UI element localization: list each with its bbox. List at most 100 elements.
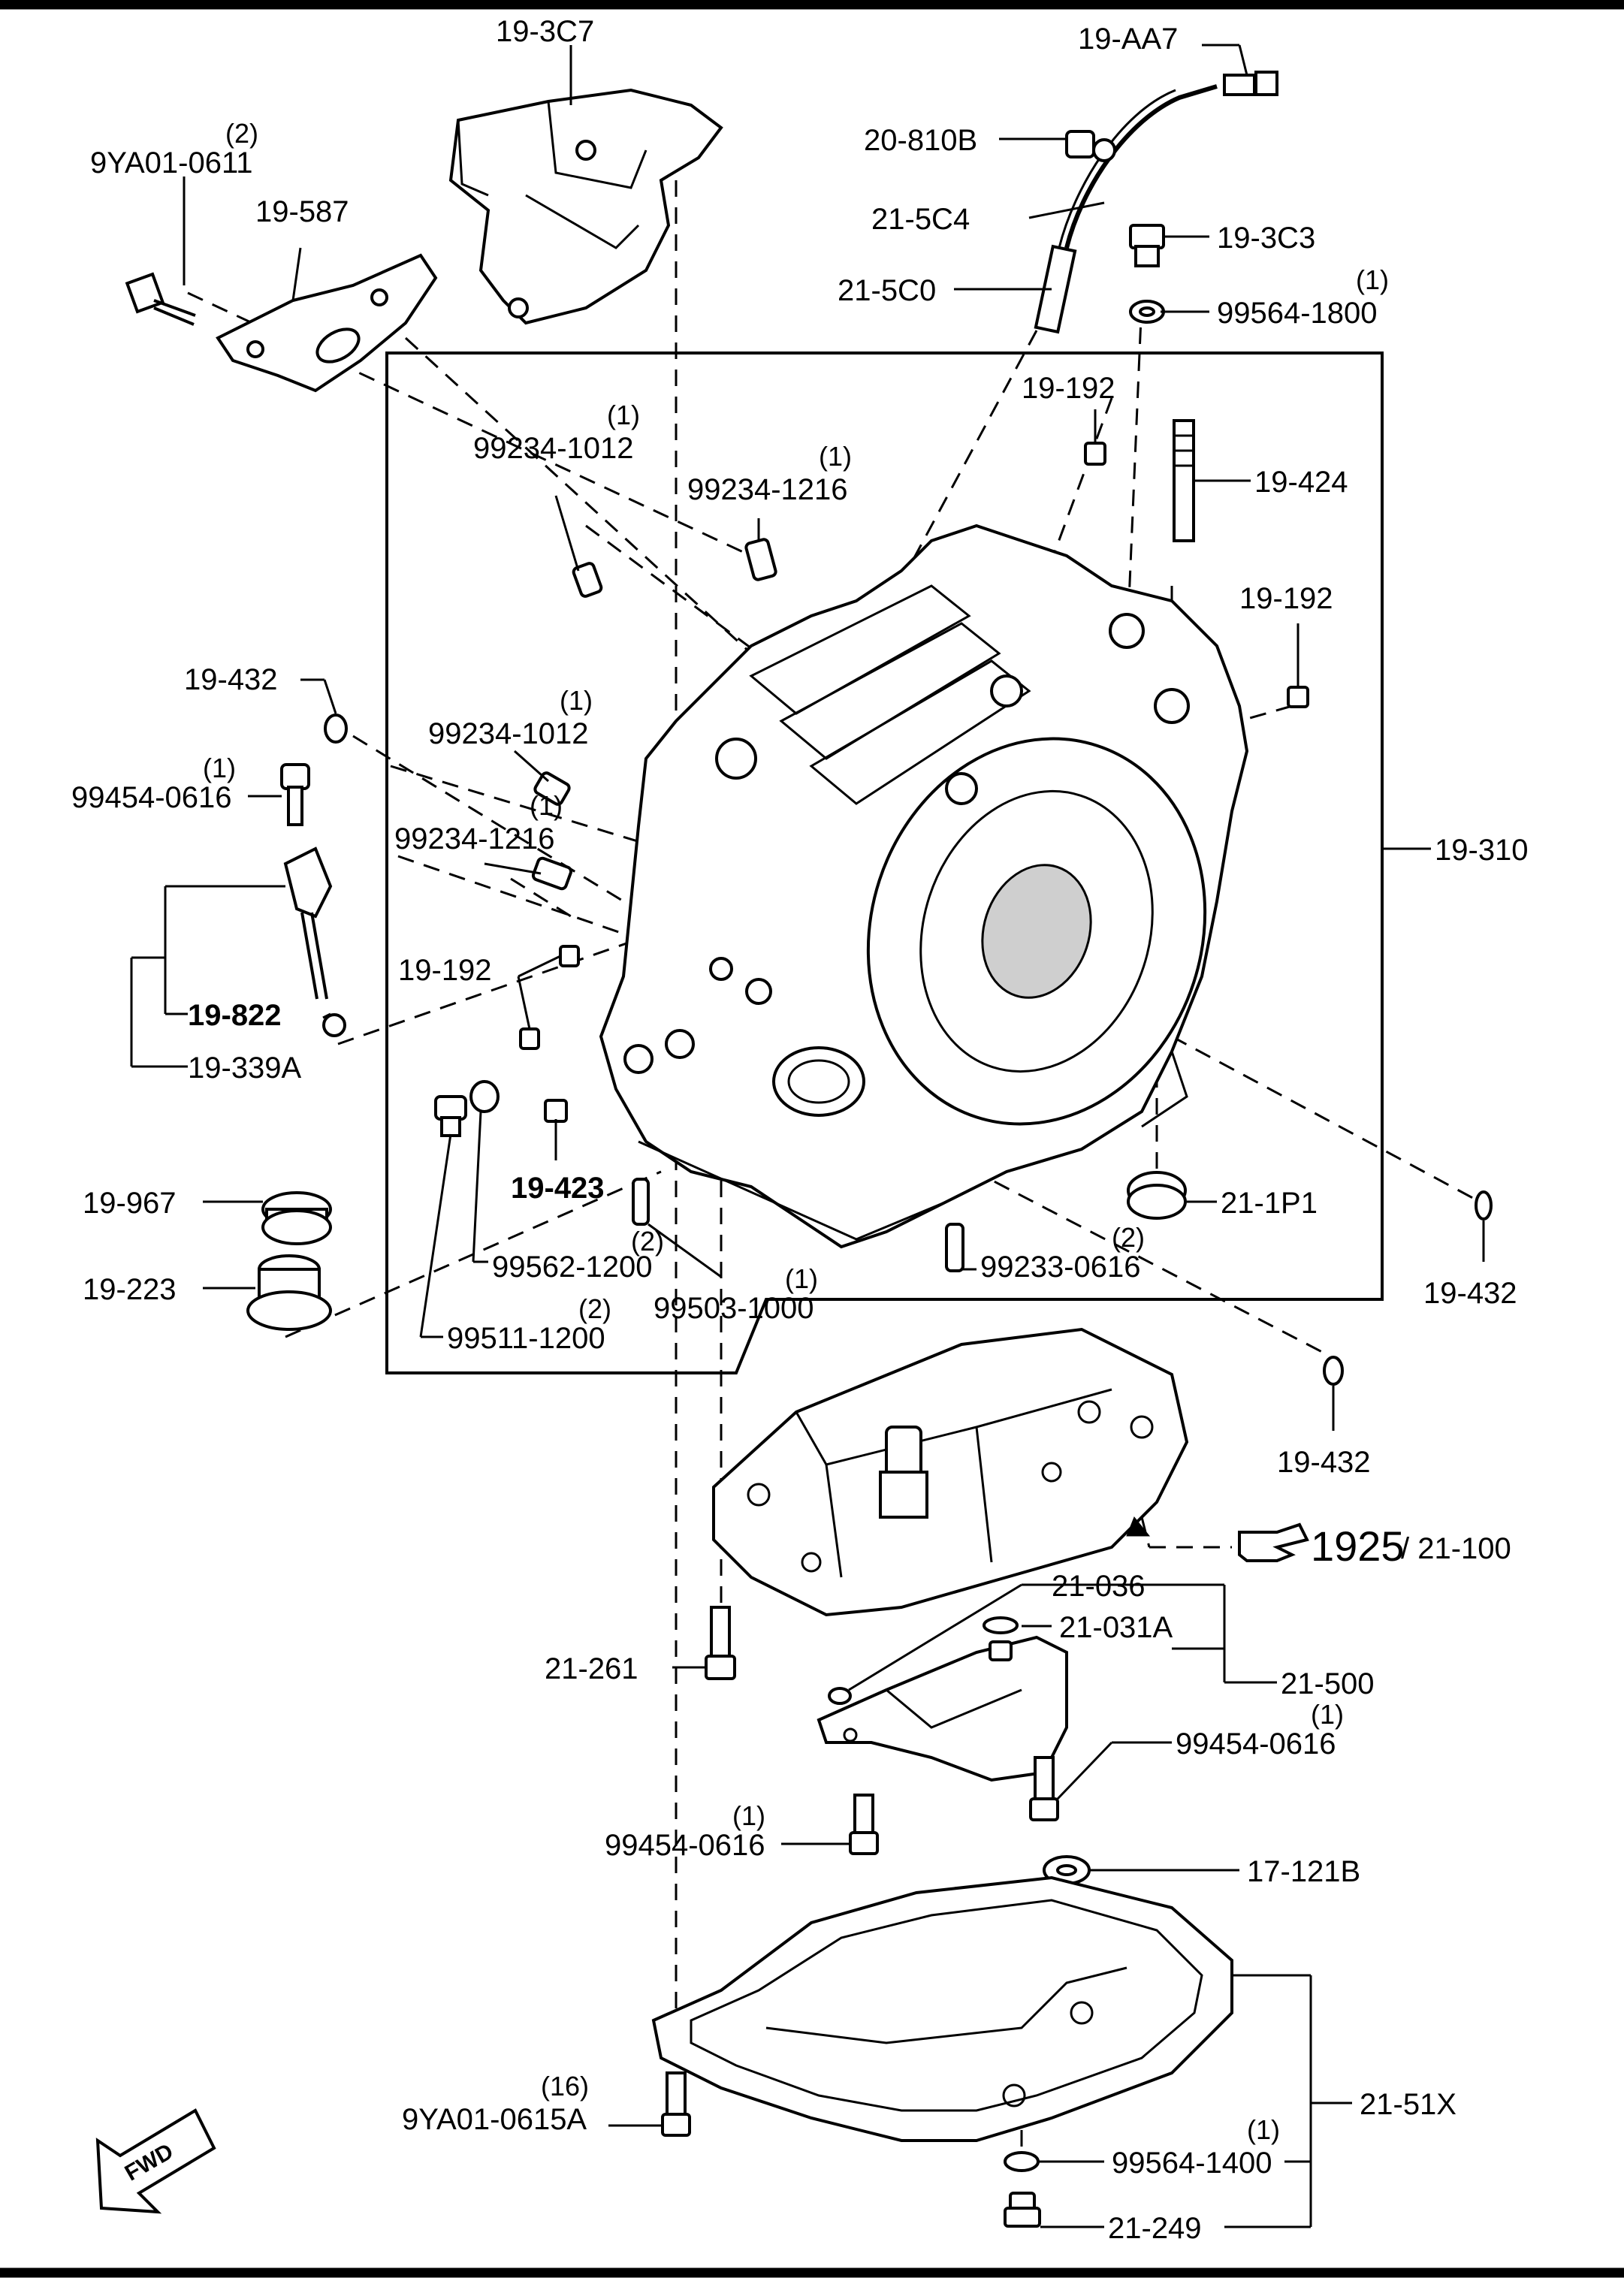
label-21-1p1: 21-1P1 [1221, 1187, 1318, 1220]
qty-99511-1200: (2) [578, 1293, 611, 1324]
qty-9ya01-0615a: (16) [541, 2071, 589, 2101]
oil-level-tube [1034, 71, 1278, 334]
breather-19-192-a [1084, 442, 1106, 466]
heat-shield-19-3c7 [448, 88, 723, 325]
oil-strainer-21-500 [817, 1635, 1068, 1782]
qty-99234-1216-b: (1) [530, 790, 563, 821]
label-19-223: 19-223 [83, 1273, 177, 1306]
top-rule [0, 0, 1624, 10]
qty-99454-0616-a: (1) [203, 753, 236, 783]
pin-99233-0616 [945, 1223, 964, 1272]
label-19-822: 19-822 [188, 999, 282, 1032]
label-21-5c4: 21-5C4 [871, 203, 970, 236]
bolt-9ya01-0611 [125, 272, 196, 326]
drain-plug-21-249 [1004, 2192, 1041, 2228]
label-17-121b: 17-121B [1247, 1855, 1360, 1888]
label-19-967: 19-967 [83, 1187, 177, 1220]
label-20-810b: 20-810B [864, 124, 977, 157]
label-19-432-c: 19-432 [1277, 1446, 1371, 1479]
qty-99454-0616-b: (1) [1311, 1699, 1344, 1730]
bolt-21-261 [705, 1606, 736, 1680]
dowel-99234-1216-b [531, 856, 573, 891]
washer-99564-1400 [1004, 2151, 1040, 2172]
label-99233-0616: 99233-0616 [980, 1251, 1141, 1284]
plug-19-3c3 [1129, 224, 1165, 267]
bolt-99454-0616-b [1029, 1756, 1059, 1821]
dowel-99234-1012-a [572, 562, 603, 598]
bolt-99454-0616-a [280, 763, 310, 826]
level-gauge-19-339a [283, 846, 333, 1000]
qty-99564-1400: (1) [1247, 2114, 1280, 2145]
label-9ya01-0615a: 9YA01-0615A [402, 2103, 587, 2136]
label-21-261: 21-261 [545, 1652, 638, 1685]
label-21-5c0: 21-5C0 [838, 274, 936, 307]
label-99454-0616-b: 99454-0616 [1176, 1727, 1336, 1761]
qty-99234-1216-a: (1) [819, 441, 852, 472]
control-valve-body [712, 1327, 1189, 1617]
label-ref-1925: 1925 [1311, 1522, 1405, 1570]
leader-lines [130, 44, 1485, 2228]
label-21-249: 21-249 [1108, 2212, 1202, 2245]
oring-19-822 [322, 1013, 346, 1037]
label-99234-1012-a: 99234-1012 [473, 432, 634, 465]
qty-99234-1012-b: (1) [560, 685, 593, 716]
gasket-99562-1200 [469, 1080, 500, 1113]
label-19-424: 19-424 [1254, 466, 1348, 499]
qty-99562-1200: (2) [631, 1226, 664, 1257]
oring-19-432-a [324, 714, 348, 744]
qty-99233-0616: (2) [1112, 1222, 1145, 1253]
label-19-310: 19-310 [1435, 834, 1529, 867]
clip-20-810b [1065, 130, 1116, 162]
label-19-587: 19-587 [255, 195, 349, 228]
labels: 19-3C7 19-AA7 (2) 9YA01-0611 20-810B 19-… [71, 15, 1529, 2245]
label-99564-1800: 99564-1800 [1217, 297, 1378, 330]
oring-21-036 [828, 1687, 852, 1705]
label-19-aa7: 19-AA7 [1078, 23, 1178, 56]
label-99503-1000: 99503-1000 [654, 1292, 814, 1325]
label-99564-1400: 99564-1400 [1112, 2147, 1272, 2180]
qty-99234-1012-a: (1) [607, 400, 640, 430]
dowel-99234-1012-b [533, 771, 571, 806]
label-99454-0616-a: 99454-0616 [71, 781, 232, 814]
label-9ya01-0611: 9YA01-0611 [90, 146, 252, 180]
qty-99564-1800: (1) [1356, 264, 1389, 295]
bolt-99454-0616-c [849, 1794, 879, 1855]
label-21-500: 21-500 [1281, 1667, 1375, 1700]
qty-99503-1000: (1) [785, 1263, 818, 1294]
hose-19-223 [246, 1254, 332, 1331]
label-99511-1200: 99511-1200 [447, 1322, 605, 1355]
label-ref-21-100: / 21-100 [1401, 1532, 1511, 1565]
label-99454-0616-c: 99454-0616 [605, 1829, 765, 1862]
label-19-432-a: 19-432 [184, 663, 278, 696]
label-21-51x: 21-51X [1360, 2088, 1456, 2121]
label-19-192-a: 19-192 [1022, 372, 1115, 405]
pin-99503-1000 [632, 1178, 650, 1226]
label-99234-1012-b: 99234-1012 [428, 717, 589, 750]
label-19-423: 19-423 [511, 1172, 605, 1205]
label-99562-1200: 99562-1200 [492, 1251, 653, 1284]
gasket-17-121b [1043, 1855, 1091, 1885]
oring-19-432-b [1475, 1190, 1493, 1220]
oring-21-031a [983, 1616, 1019, 1634]
label-21-036: 21-036 [1052, 1570, 1146, 1603]
label-19-192-b: 19-192 [1239, 582, 1333, 615]
oring-19-432-c [1323, 1356, 1344, 1386]
transaxle-case-19-310 [599, 523, 1249, 1249]
label-21-031a: 21-031A [1059, 1611, 1173, 1644]
label-19-3c3: 19-3C3 [1217, 222, 1315, 255]
label-19-432-b: 19-432 [1423, 1277, 1517, 1310]
washer-99564-1800 [1129, 300, 1165, 324]
bottom-rule [0, 2267, 1624, 2278]
plug-19-423 [544, 1099, 568, 1123]
label-99234-1216-a: 99234-1216 [687, 473, 848, 506]
breather-19-192-b [1287, 686, 1309, 708]
bolt-9ya01-0615a [661, 2071, 691, 2137]
qty-99454-0616-c: (1) [732, 1800, 765, 1831]
qty-9ya01-0611: (2) [225, 118, 258, 149]
clamp-19-967 [261, 1191, 332, 1245]
dowel-99234-1216-a [744, 538, 777, 581]
label-19-192-c: 19-192 [398, 954, 492, 987]
fwd-arrow-icon [95, 2108, 216, 2214]
pointing-hand-icon [1126, 1516, 1309, 1562]
